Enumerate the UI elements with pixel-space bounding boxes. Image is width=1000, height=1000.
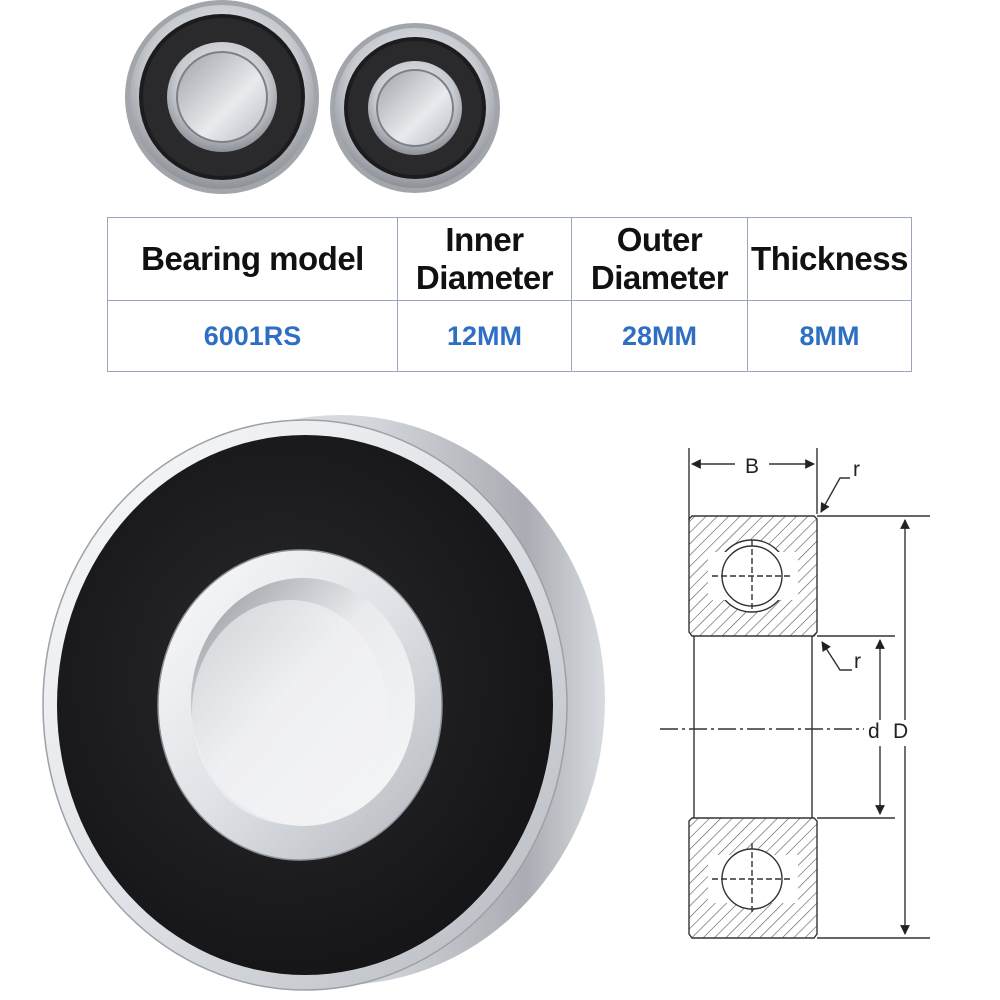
label-r-mid: r <box>854 650 861 673</box>
header-line: Outer <box>616 221 703 258</box>
label-r-top: r <box>853 458 860 481</box>
cell-thickness: 8MM <box>747 300 912 372</box>
spec-table-header-row: Bearing model Inner Diameter Outer Diame… <box>107 217 912 301</box>
label-d-inner: d <box>868 720 880 743</box>
label-b: B <box>745 455 759 478</box>
header-bearing-model: Bearing model <box>107 217 398 301</box>
spec-table-row: 6001RS 12MM 28MM 8MM <box>107 300 912 372</box>
upper-section <box>688 515 818 637</box>
header-thickness: Thickness <box>747 217 912 301</box>
cross-section-diagram: B r r d D <box>660 448 930 939</box>
bearing-photo-main <box>42 415 605 991</box>
header-line: Bearing model <box>141 240 364 277</box>
lower-section <box>688 817 818 939</box>
inner-ring-edge <box>157 549 443 861</box>
header-line: Diameter <box>415 259 554 296</box>
bearing-photo-small <box>330 23 500 193</box>
header-outer-diameter: Outer Diameter <box>571 217 748 301</box>
cell-inner-diameter: 12MM <box>397 300 572 372</box>
cell-outer-diameter: 28MM <box>571 300 748 372</box>
bore-highlight <box>192 600 388 824</box>
header-line: Diameter <box>590 259 729 296</box>
header-inner-diameter: Inner Diameter <box>397 217 572 301</box>
bearing-photos-small <box>125 0 500 194</box>
header-line: Inner <box>445 221 524 258</box>
label-d-outer: D <box>893 720 908 743</box>
header-line: Thickness <box>751 240 908 277</box>
spec-table: Bearing model Inner Diameter Outer Diame… <box>107 217 912 372</box>
cell-bearing-model: 6001RS <box>107 300 398 372</box>
bearing-photo-large <box>125 0 319 194</box>
